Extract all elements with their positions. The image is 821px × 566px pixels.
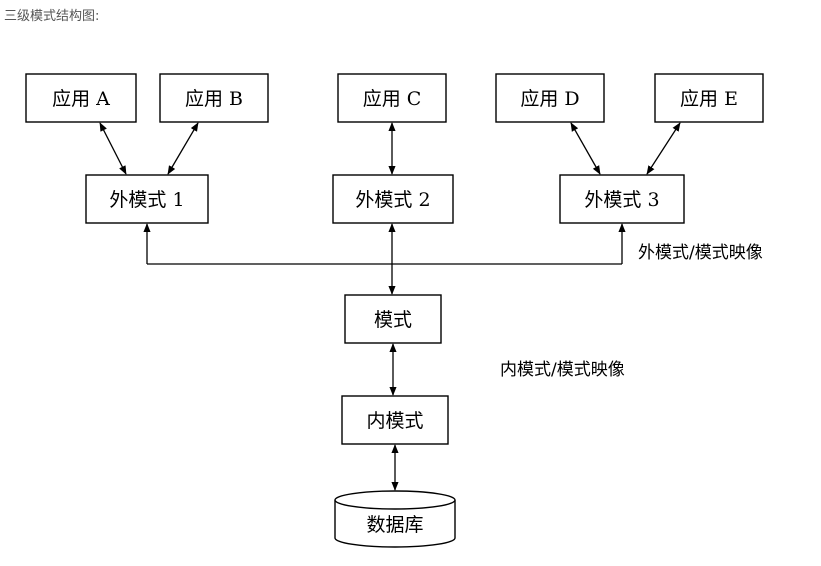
arrow-app-e-ext-3 [646,122,681,175]
app-e-label: 应用 E [680,88,738,110]
external-schema-3-label: 外模式 3 [584,189,659,211]
app-e-node: 应用 E [654,73,764,123]
external-schema-2-label: 外模式 2 [355,189,430,211]
database-node: 数据库 [334,490,456,548]
external-schema-3-node: 外模式 3 [559,174,685,224]
internal-schema-node: 内模式 [341,395,449,445]
database-label: 数据库 [366,514,423,536]
arrow-app-b-ext-1 [167,122,199,175]
internal-schema-label: 内模式 [366,410,423,432]
external-mapping-label: 外模式/模式映像 [638,243,763,263]
arrow-app-d-ext-3 [570,122,601,175]
app-c-node: 应用 C [337,73,447,123]
arrow-app-a-ext-1 [99,122,127,175]
internal-mapping-label: 内模式/模式映像 [500,360,625,380]
app-d-label: 应用 D [520,88,579,110]
app-a-label: 应用 A [52,88,110,110]
external-schema-2-node: 外模式 2 [332,174,454,224]
schema-label: 模式 [374,309,412,331]
app-a-node: 应用 A [25,73,137,123]
external-schema-1-label: 外模式 1 [109,189,184,211]
diagram-caption: 三级模式结构图: [4,9,100,24]
app-c-label: 应用 C [363,88,422,110]
app-b-label: 应用 B [185,88,243,110]
app-b-node: 应用 B [159,73,269,123]
external-schema-1-node: 外模式 1 [85,174,209,224]
app-d-node: 应用 D [495,73,605,123]
schema-node: 模式 [344,294,442,344]
